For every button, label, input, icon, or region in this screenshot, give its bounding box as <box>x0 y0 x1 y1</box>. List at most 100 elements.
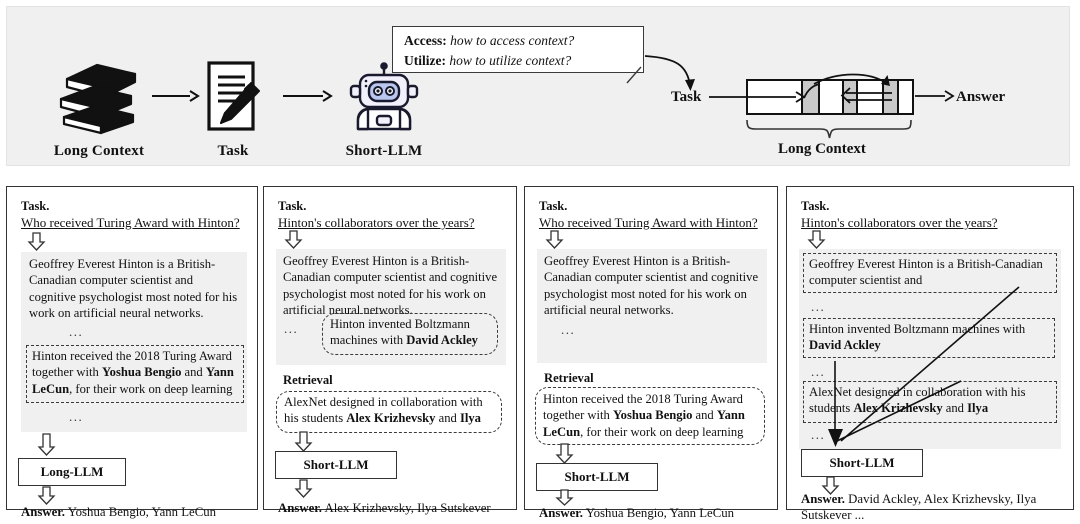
chunk-ellipsis-1: ... <box>811 299 826 314</box>
context-cell-2 <box>802 81 821 113</box>
answer-label: Answer. <box>801 492 845 506</box>
answer-label: Answer. <box>539 506 583 520</box>
down-arrow-icon <box>821 476 840 495</box>
overview-banner: Long Context Task <box>6 6 1070 166</box>
inner-evidence-name: David Ackley <box>406 333 478 348</box>
retrieved-chunk-text: Hinton received the 2018 Turing Award to… <box>543 391 757 440</box>
answer-text: Yoshua Bengio, Yann LeCun <box>67 505 217 519</box>
task-head: Task. <box>278 199 307 213</box>
model-box-short-llm[interactable]: Short-LLM <box>536 463 658 491</box>
chunk2-name: David Ackley <box>809 338 881 353</box>
retrieved-chunk-box <box>535 387 765 445</box>
context-ellipsis-1: ... <box>69 324 84 339</box>
retrieved-post: , for their work on deep learning <box>580 424 744 439</box>
retrieved-chunk-box <box>276 391 502 433</box>
down-arrow-icon <box>294 479 313 498</box>
context-cell-1 <box>748 81 803 113</box>
retrieved-name-2: Yann LeCun <box>543 408 745 439</box>
model-box-long-llm[interactable]: Long-LLM <box>18 458 126 486</box>
chunk-text-1: Geoffrey Everest Hinton is a British-Can… <box>809 257 1043 288</box>
evidence-mid: and <box>181 365 206 380</box>
stage-label-long-context: Long Context <box>53 143 145 159</box>
flow-label-task: Task <box>671 89 702 105</box>
context-cell-6 <box>883 81 900 113</box>
task-question: Hinton's collaborators over the years? <box>278 215 475 230</box>
down-arrow-icon <box>555 489 574 506</box>
task-question: Who received Turing Award with Hinton? <box>21 215 240 230</box>
highlighted-evidence-box <box>26 345 244 403</box>
long-context-brace-icon <box>744 118 916 140</box>
evidence-name-2: Yann LeCun <box>32 365 234 396</box>
context-bar-attention-arrows <box>746 71 918 117</box>
answer-text: Yoshua Bengio, Yann LeCun <box>585 506 735 520</box>
chunk-box-3 <box>803 381 1057 423</box>
retrieved-name-1: Alex Krizhevsky <box>346 411 436 426</box>
answer-line: Answer. Yoshua Bengio, Yann LeCun <box>21 486 249 520</box>
bubble-utilize-key: Utilize: <box>404 53 446 68</box>
stage-label-short-llm: Short-LLM <box>345 143 423 159</box>
example-panel-retrieval-wrong: Task. Hinton's collaborators over the ye… <box>263 186 517 515</box>
retrieval-label: Retrieval <box>544 371 594 385</box>
inner-evidence-pre: Hinton invented Boltzmann machines with <box>330 317 470 348</box>
down-arrow-icon <box>37 486 56 505</box>
retrieved-mid: and <box>435 411 460 426</box>
arrow-task-to-llm <box>283 90 333 102</box>
answer-line: Answer. Alex Krizhevsky, Ilya Sutskever <box>278 482 512 516</box>
model-box-short-llm[interactable]: Short-LLM <box>275 451 397 479</box>
task-head: Task. <box>801 199 830 213</box>
context-paragraph: Geoffrey Everest Hinton is a British-Can… <box>544 254 759 318</box>
arrow-books-to-task <box>152 90 200 102</box>
bubble-access-value: how to access context? <box>450 33 575 48</box>
context-cell-4 <box>843 81 859 113</box>
bubble-line-access: Access: how to access context? <box>404 31 634 51</box>
down-arrow-icon <box>807 230 826 249</box>
answer-label: Answer. <box>21 505 65 519</box>
bubble-access-key: Access: <box>404 33 447 48</box>
task-head: Task. <box>21 199 50 213</box>
answer-text: Alex Krizhevsky, Ilya Sutskever <box>324 501 491 515</box>
evidence-name-1: Yoshua Bengio <box>101 365 182 380</box>
example-panel-retrieval-right: Task. Who received Turing Award with Hin… <box>524 186 778 520</box>
retrieved-chunk-text: AlexNet designed in collaboration with h… <box>284 394 496 427</box>
task-question: Hinton's collaborators over the years? <box>801 215 998 230</box>
bubble-line-utilize: Utilize: how to utilize context? <box>404 51 634 71</box>
curved-arrow-to-context <box>643 52 713 97</box>
answer-line: Answer. David Ackley, Alex Krizhevsky, I… <box>801 473 1051 524</box>
flow-label-answer: Answer <box>956 89 1006 105</box>
evidence-pre: Hinton received the 2018 Turing Award to… <box>32 349 232 380</box>
model-box-short-llm[interactable]: Short-LLM <box>801 449 923 477</box>
task-head: Task. <box>539 199 568 213</box>
bubble-tail-icon <box>626 66 643 84</box>
retrieved-mid: and <box>692 408 717 423</box>
stage-label-task: Task <box>217 143 249 159</box>
retrieved-pre: AlexNet designed in collaboration with h… <box>284 395 483 426</box>
chunk3-mid: and <box>942 401 968 416</box>
document-pencil-icon <box>203 59 263 135</box>
arrow-task-into-context <box>709 91 747 103</box>
context-block <box>537 249 767 363</box>
chunk-to-model-arrows <box>801 251 1061 451</box>
answer-line: Answer. Yoshua Bengio, Yann LeCun <box>539 487 773 521</box>
inner-evidence-text: Hinton invented Boltzmann machines with … <box>330 316 492 349</box>
down-arrow-icon <box>284 230 303 249</box>
robot-icon <box>344 62 424 134</box>
chunk-ellipsis-3: ... <box>811 427 826 442</box>
example-panel-long-llm: Task. Who received Turing Award with Hin… <box>6 186 258 519</box>
context-ellipsis-1: ... <box>561 322 576 337</box>
evidence-post: , for their work on deep learning <box>69 381 233 396</box>
chunk-box-1 <box>803 253 1057 293</box>
highlighted-evidence-text: Hinton received the 2018 Turing Award to… <box>32 348 238 397</box>
books-icon <box>53 59 145 135</box>
context-block <box>276 249 506 365</box>
context-ellipsis-1: ... <box>284 321 299 336</box>
chunk2-pre: Hinton invented Boltzmann machines with <box>809 322 1026 336</box>
down-arrow-icon <box>37 433 56 456</box>
context-paragraph: Geoffrey Everest Hinton is a British-Can… <box>283 254 498 318</box>
answer-label: Answer. <box>278 501 322 515</box>
chunk-ellipsis-2: ... <box>811 364 826 379</box>
arrow-context-to-answer <box>915 90 955 102</box>
chunk-text-3: AlexNet designed in collaboration with h… <box>809 384 1051 417</box>
down-arrow-icon <box>555 443 574 464</box>
long-context-brace-label: Long Context <box>778 141 866 157</box>
down-arrow-icon <box>27 232 46 251</box>
